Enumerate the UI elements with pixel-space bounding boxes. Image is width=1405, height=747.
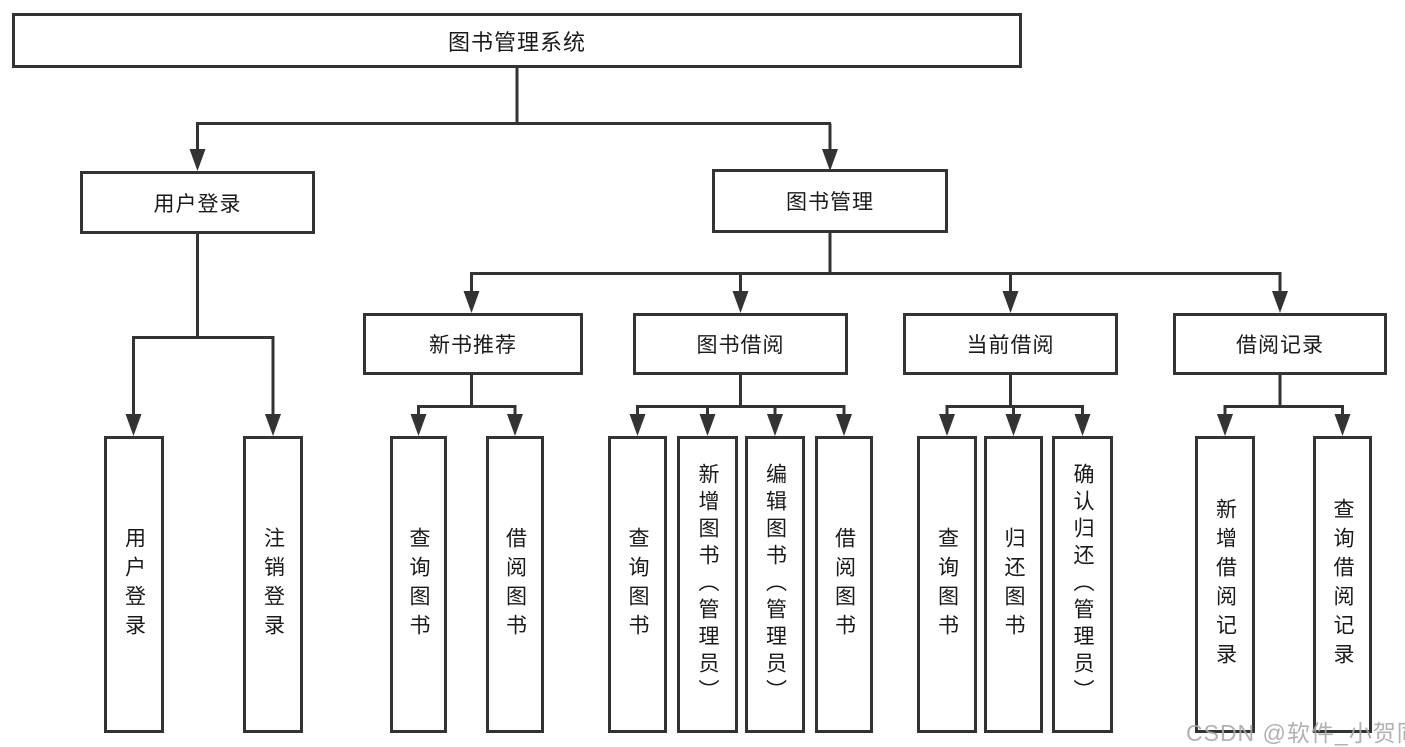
- node-label: 图书管理系统: [447, 29, 586, 55]
- node-label: 编辑图书（管理员）: [763, 463, 787, 706]
- arrowheads-current-leaves: [939, 414, 1091, 436]
- node-label: 新书推荐: [429, 334, 517, 357]
- node-label: 图书管理: [786, 191, 874, 214]
- leaf-borrow-add-books-admin: 新增图书（管理员）: [677, 436, 738, 733]
- leaf-records-query-record: 查询借阅记录: [1313, 436, 1372, 733]
- node-label: 借阅图书: [832, 526, 856, 643]
- node-label: 归还图书: [1002, 526, 1025, 643]
- node-current-borrowing: 当前借阅: [903, 313, 1118, 375]
- node-label: 查询图书: [935, 526, 959, 643]
- node-label: 查询借阅记录: [1331, 497, 1354, 672]
- arrowheads-records-leaves: [1217, 414, 1351, 436]
- leaf-recommend-query-books: 查询图书: [390, 436, 447, 733]
- node-label: 确认归还（管理员）: [1071, 463, 1094, 706]
- connector-current-to-leaves: [945, 375, 1084, 415]
- node-library-management-system: 图书管理系统: [12, 13, 1022, 68]
- leaf-borrow-borrow-books: 借阅图书: [815, 436, 873, 733]
- node-label: 查询图书: [626, 526, 649, 643]
- connector-root-to-level2: [196, 68, 832, 150]
- connector-borrow-to-leaves: [636, 375, 846, 415]
- leaf-records-add-record: 新增借阅记录: [1195, 436, 1255, 733]
- leaf-borrow-query-books: 查询图书: [608, 436, 667, 733]
- node-label: 新增图书（管理员）: [696, 463, 719, 706]
- csdn-watermark: CSDN @软件_小贺同学: [1186, 720, 1405, 746]
- leaf-logout: 注销登录: [243, 436, 303, 733]
- leaf-borrow-edit-books-admin: 编辑图书（管理员）: [745, 436, 805, 733]
- node-label: 用户登录: [122, 526, 146, 643]
- node-label: 注销登录: [261, 526, 285, 643]
- node-label: 借阅记录: [1236, 334, 1324, 357]
- node-label: 新增借阅记录: [1213, 497, 1237, 672]
- node-user-login: 用户登录: [80, 171, 315, 234]
- connector-recommend-to-leaves: [417, 375, 517, 415]
- leaf-recommend-borrow-books: 借阅图书: [486, 436, 544, 733]
- leaf-current-query-books: 查询图书: [917, 436, 977, 733]
- arrowheads-borrow-leaves: [629, 414, 852, 436]
- node-label: 图书借阅: [696, 334, 785, 357]
- node-new-book-recommend: 新书推荐: [363, 313, 583, 375]
- arrowheads-level2: [189, 149, 838, 171]
- node-label: 借阅图书: [503, 526, 527, 643]
- connector-userlogin-to-leaves: [132, 234, 275, 415]
- leaf-current-return-books: 归还图书: [984, 436, 1043, 733]
- arrowheads-userlogin-leaves: [125, 414, 281, 436]
- node-borrowing-records: 借阅记录: [1173, 313, 1387, 375]
- node-label: 查询图书: [407, 526, 430, 643]
- leaf-current-confirm-return-admin: 确认归还（管理员）: [1052, 436, 1113, 733]
- node-label: 当前借阅: [966, 334, 1055, 357]
- node-label: 用户登录: [153, 192, 242, 216]
- connector-bookmgmt-to-level3: [470, 233, 1282, 292]
- node-book-management: 图书管理: [712, 169, 948, 233]
- arrowheads-recommend-leaves: [410, 414, 523, 436]
- node-book-borrowing: 图书借阅: [633, 313, 848, 375]
- connector-records-to-leaves: [1223, 375, 1344, 415]
- leaf-user-login: 用户登录: [104, 436, 164, 733]
- arrowheads-level3: [463, 291, 1288, 313]
